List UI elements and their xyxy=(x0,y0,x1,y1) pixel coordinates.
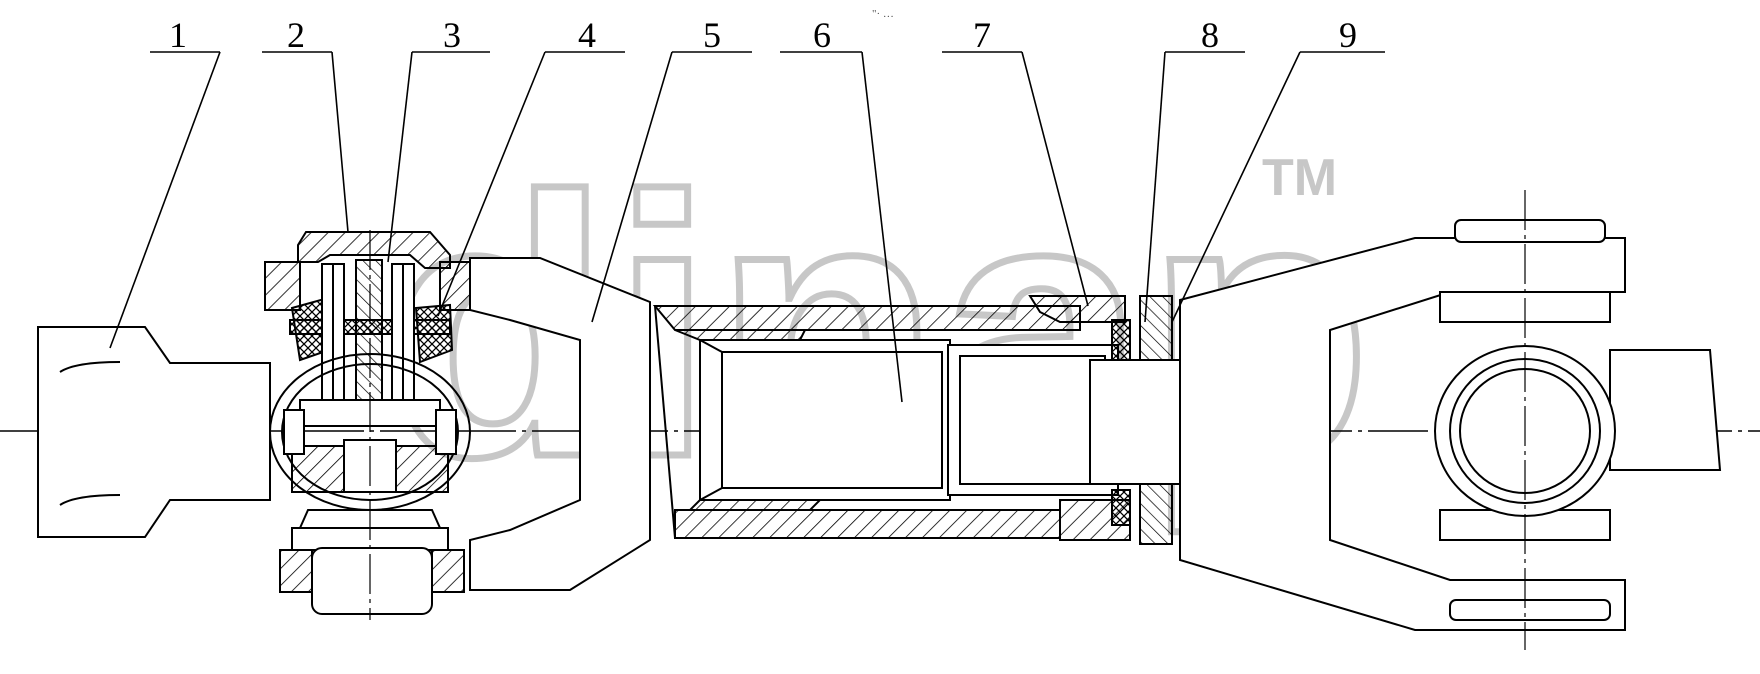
callout-1: 1 xyxy=(109,15,221,349)
callout-6: 6 xyxy=(780,15,903,403)
header-mark: "· … xyxy=(872,8,894,20)
left-shaft-stub xyxy=(37,326,271,538)
shaft-tube xyxy=(652,295,1181,545)
callout-leader xyxy=(331,51,349,233)
callout-number: 5 xyxy=(703,15,721,55)
callout-4: 4 xyxy=(437,15,625,317)
callout-number: 2 xyxy=(287,15,305,55)
callout-layer: 1 2 3 4 5 6 7 8 9 xyxy=(109,15,1385,403)
left-yoke xyxy=(469,257,651,591)
callout-3: 3 xyxy=(387,15,490,263)
callout-number: 4 xyxy=(578,15,596,55)
callout-2: 2 xyxy=(262,15,349,233)
right-yoke xyxy=(1179,190,1722,650)
callout-7: 7 xyxy=(942,15,1089,307)
callout-5: 5 xyxy=(591,15,752,323)
callout-number: 7 xyxy=(973,15,991,55)
watermark-tm: TM xyxy=(1262,149,1337,207)
callout-leader xyxy=(1021,51,1089,307)
callout-leader xyxy=(861,51,903,403)
callout-leader xyxy=(1171,51,1301,323)
callout-number: 8 xyxy=(1201,15,1219,55)
callout-number: 9 xyxy=(1339,15,1357,55)
left-universal-joint xyxy=(264,230,471,620)
callout-leader xyxy=(1144,51,1166,323)
callout-leader xyxy=(109,51,221,349)
callout-9: 9 xyxy=(1171,15,1385,323)
callout-number: 6 xyxy=(813,15,831,55)
callout-leader xyxy=(591,51,673,323)
callout-number: 1 xyxy=(169,15,187,55)
callout-leader xyxy=(437,51,546,317)
callout-number: 3 xyxy=(443,15,461,55)
callout-leader xyxy=(387,51,413,263)
callout-8: 8 xyxy=(1144,15,1245,323)
